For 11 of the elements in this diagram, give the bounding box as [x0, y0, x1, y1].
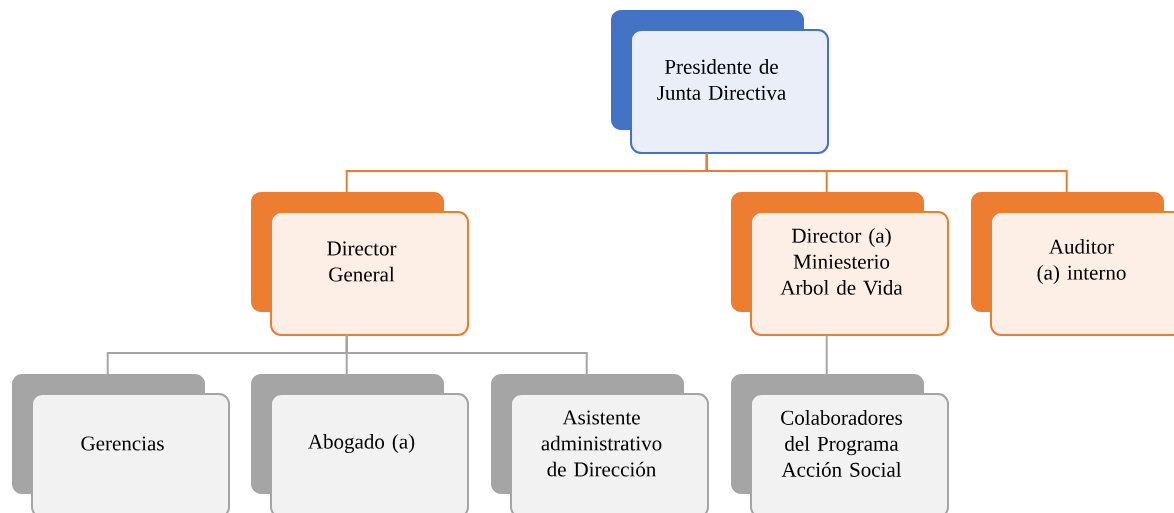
org-box: Presidente de Junta Directiva	[611, 10, 829, 154]
org-box: Colaboradores del Programa Acción Social	[731, 374, 949, 513]
org-box: Asistente administrativo de Dirección	[491, 374, 709, 513]
connector-line	[705, 152, 1068, 193]
org-box: Director General	[251, 192, 469, 336]
org-box: Abogado (a)	[251, 374, 469, 513]
connector-line	[345, 334, 588, 375]
org-box: Director (a) Miniesterio Arbol de Vida	[731, 192, 949, 336]
connector-line	[825, 334, 828, 375]
org-box: Gerencias	[12, 374, 230, 513]
org-box: Auditor (a) interno	[971, 192, 1174, 336]
